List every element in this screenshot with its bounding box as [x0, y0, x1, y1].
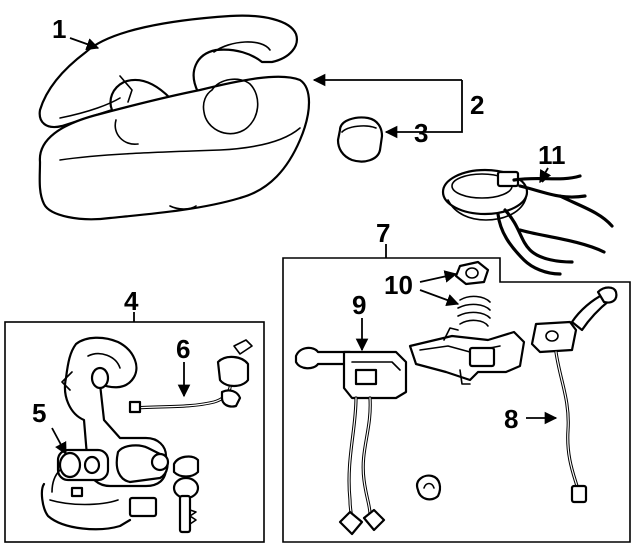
- lock-cylinder: [56, 444, 170, 484]
- callout-1: 1: [52, 14, 66, 44]
- combination-switch-body: [408, 327, 526, 385]
- wire-clamp: [416, 474, 442, 501]
- callout-2: 2: [470, 90, 484, 120]
- key-reminder-switch: [128, 339, 253, 414]
- wiper-switch: [530, 286, 618, 504]
- nut-and-spring: [454, 260, 491, 327]
- callout-4: 4: [124, 286, 139, 316]
- lock-cylinder-cap: [336, 116, 384, 163]
- leader-lines: [51, 37, 558, 456]
- ignition-key: [172, 455, 200, 534]
- clock-spring: [441, 168, 614, 276]
- ignition-switch-harness: [40, 469, 158, 531]
- callout-10: 10: [384, 270, 413, 300]
- switch-group-frame: [282, 257, 631, 543]
- callout-7: 7: [376, 218, 390, 248]
- turn-signal-switch: [294, 346, 408, 536]
- callout-6: 6: [176, 334, 190, 364]
- callout-11: 11: [538, 140, 566, 170]
- callout-9: 9: [352, 290, 366, 320]
- callout-8: 8: [504, 404, 518, 434]
- callout-5: 5: [32, 398, 46, 428]
- upper-column-cover: [38, 14, 298, 129]
- lower-column-cover: [38, 75, 310, 221]
- callout-3: 3: [414, 118, 428, 148]
